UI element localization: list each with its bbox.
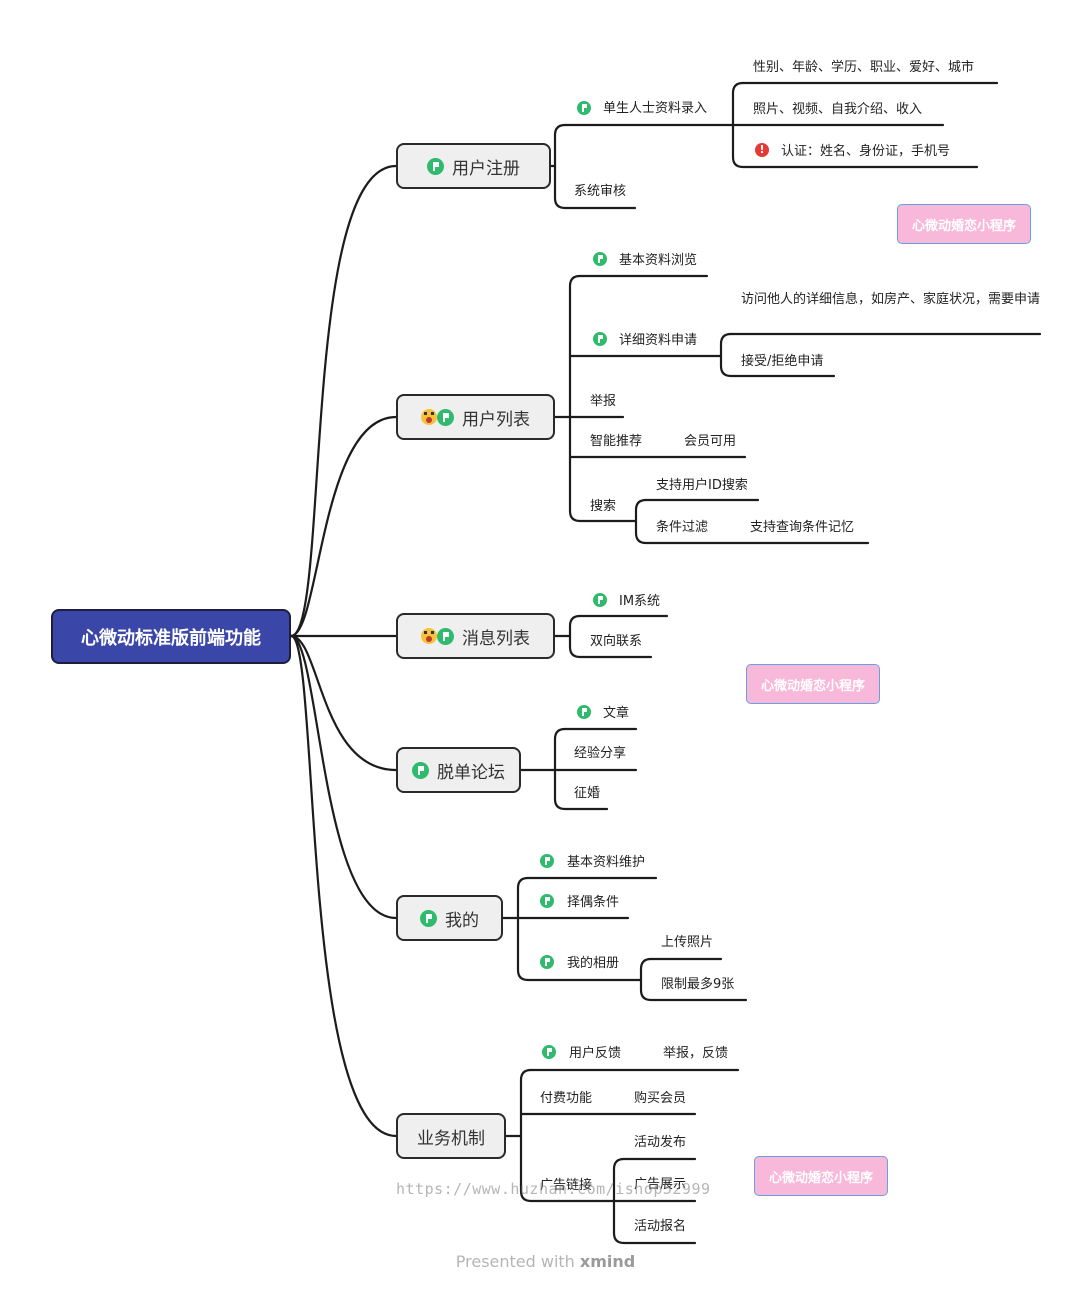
flag-icon — [542, 1045, 556, 1059]
flag-icon — [540, 854, 554, 868]
edge-register — [289, 164, 398, 638]
branch-mine-label: 我的 — [445, 910, 479, 931]
topic-single-entry[interactable]: 单生人士资料录入 — [603, 101, 708, 116]
topic-ad-display[interactable]: 广告展示 — [634, 1177, 687, 1192]
branch-business-label: 业务机制 — [417, 1128, 485, 1149]
branch-business[interactable]: 业务机制 — [396, 1113, 506, 1159]
topic-two-way[interactable]: 双向联系 — [590, 634, 643, 649]
topic-entry-basic[interactable]: 性别、年龄、学历、职业、爱好、城市 — [753, 60, 975, 75]
flag-icon — [420, 909, 437, 927]
flag-icon — [427, 157, 444, 175]
topic-smart-recommend[interactable]: 智能推荐 — [590, 434, 643, 449]
topic-paid[interactable]: 付费功能 — [540, 1091, 593, 1106]
topic-ad-publish[interactable]: 活动发布 — [634, 1135, 687, 1150]
flag-icon — [593, 332, 607, 346]
fearful-face-icon — [421, 628, 437, 644]
topic-marriage[interactable]: 征婚 — [574, 786, 601, 801]
flag-icon — [577, 705, 591, 719]
flag-icon — [412, 761, 429, 779]
topic-search-id[interactable]: 支持用户ID搜索 — [656, 478, 748, 493]
floating-label-mini-program[interactable]: 心微动婚恋小程序 — [754, 1156, 888, 1196]
topic-ad-signup[interactable]: 活动报名 — [634, 1219, 687, 1234]
topic-filter-memory[interactable]: 支持查询条件记忆 — [750, 520, 855, 535]
topic-member-only[interactable]: 会员可用 — [684, 434, 737, 449]
branch-register-label: 用户注册 — [452, 158, 520, 179]
footer-prefix: Presented with — [455, 1252, 575, 1271]
footer-brand: xmind — [579, 1252, 636, 1271]
floating-label-mini-program[interactable]: 心微动婚恋小程序 — [897, 204, 1031, 244]
topic-im[interactable]: IM系统 — [619, 594, 661, 609]
topic-detail-apply[interactable]: 详细资料申请 — [619, 333, 698, 348]
topic-feedback[interactable]: 用户反馈 — [569, 1046, 622, 1061]
branch-forum-label: 脱单论坛 — [437, 762, 505, 783]
branch-list-label: 用户列表 — [462, 409, 530, 430]
edge-list — [289, 415, 398, 638]
flag-icon — [577, 101, 591, 115]
flag-icon — [540, 894, 554, 908]
topic-entry-media[interactable]: 照片、视频、自我介绍、收入 — [753, 102, 923, 117]
topic-basic-maint[interactable]: 基本资料维护 — [567, 855, 646, 870]
watermark-url: https://www.huzhan.com/ishop52999 — [396, 1180, 711, 1198]
branch-forum[interactable]: 脱单论坛 — [396, 747, 521, 793]
topic-feedback-detail[interactable]: 举报，反馈 — [663, 1046, 729, 1061]
topic-buy-member[interactable]: 购买会员 — [634, 1091, 687, 1106]
edge-business — [289, 634, 398, 1138]
topic-search[interactable]: 搜索 — [590, 499, 617, 514]
topic-basic-browse[interactable]: 基本资料浏览 — [619, 253, 698, 268]
branch-mine[interactable]: 我的 — [396, 895, 503, 941]
flag-icon — [593, 593, 607, 607]
topic-album[interactable]: 我的相册 — [567, 956, 620, 971]
flag-icon — [540, 955, 554, 969]
topic-upload[interactable]: 上传照片 — [661, 935, 714, 950]
topic-article[interactable]: 文章 — [603, 706, 630, 721]
topic-accept-reject[interactable]: 接受/拒绝申请 — [741, 354, 824, 369]
edge-mine — [289, 634, 398, 920]
topic-limit[interactable]: 限制最多9张 — [661, 977, 735, 992]
topic-filter[interactable]: 条件过滤 — [656, 520, 709, 535]
flag-icon — [437, 627, 454, 645]
topic-mate-criteria[interactable]: 择偶条件 — [567, 895, 620, 910]
presented-with-footer: Presented with xmind — [0, 1252, 1091, 1271]
floating-label-mini-program[interactable]: 心微动婚恋小程序 — [746, 664, 880, 704]
topic-review[interactable]: 系统审核 — [574, 184, 627, 199]
topic-detail-access[interactable]: 访问他人的详细信息，如房产、家庭状况，需要申请 — [741, 292, 1041, 307]
topic-experience[interactable]: 经验分享 — [574, 746, 627, 761]
edge-forum — [289, 634, 398, 772]
branch-message[interactable]: 消息列表 — [396, 613, 555, 659]
branch-list[interactable]: 用户列表 — [396, 394, 555, 440]
flag-icon — [593, 252, 607, 266]
branch-register[interactable]: 用户注册 — [396, 143, 551, 189]
branch-message-label: 消息列表 — [462, 628, 530, 649]
alert-icon: ! — [755, 143, 769, 157]
topic-entry-verify[interactable]: 认证：姓名、身份证，手机号 — [781, 144, 951, 159]
flag-icon — [437, 408, 454, 426]
root-topic[interactable]: 心微动标准版前端功能 — [51, 609, 291, 664]
topic-report[interactable]: 举报 — [590, 394, 617, 409]
topic-ad-link[interactable]: 广告链接 — [540, 1178, 593, 1193]
fearful-face-icon — [421, 409, 437, 425]
